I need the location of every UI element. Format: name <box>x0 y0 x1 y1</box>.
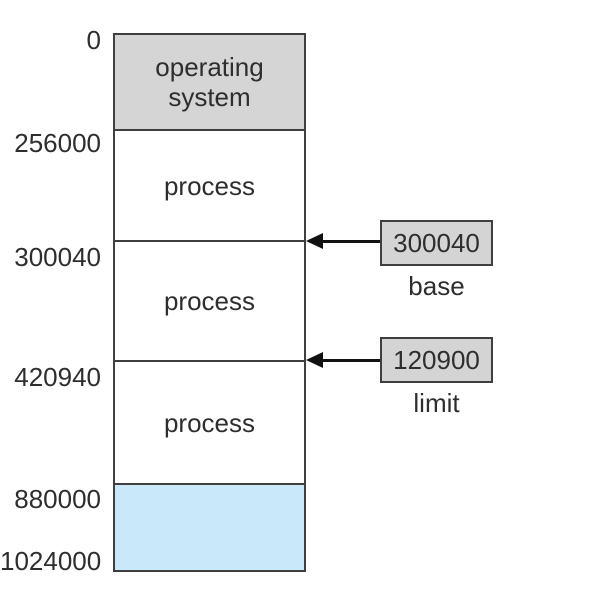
limit-arrow-line <box>320 359 380 362</box>
memory-segment-process-3: process <box>115 362 304 485</box>
memory-column: operating system process process process <box>113 33 306 572</box>
memory-segment-process-1: process <box>115 131 304 242</box>
address-label-420940: 420940 <box>14 362 101 392</box>
base-arrow-head-icon <box>306 233 323 249</box>
segment-label: process <box>163 170 256 201</box>
limit-register-box: 120900 <box>380 337 493 383</box>
base-register-caption: base <box>408 271 465 301</box>
limit-register-value: 120900 <box>393 344 480 375</box>
base-register-box: 300040 <box>380 220 493 266</box>
address-label-880000: 880000 <box>14 484 101 514</box>
segment-label: process <box>163 286 256 316</box>
address-label-256000: 256000 <box>14 128 101 158</box>
limit-arrow-head-icon <box>306 352 323 368</box>
base-arrow-line <box>320 240 380 243</box>
limit-register-caption: limit <box>413 388 460 418</box>
memory-segment-free-space <box>115 485 304 570</box>
segment-label: process <box>163 407 256 438</box>
address-label-1024000: 1024000 <box>0 546 102 576</box>
memory-segment-operating-system: operating system <box>115 35 304 131</box>
address-label-0: 0 <box>86 25 101 55</box>
memory-segment-process-2: process <box>115 242 304 362</box>
segment-label: operating system <box>155 52 264 112</box>
address-label-300040: 300040 <box>14 242 101 272</box>
base-register-value: 300040 <box>393 227 480 258</box>
